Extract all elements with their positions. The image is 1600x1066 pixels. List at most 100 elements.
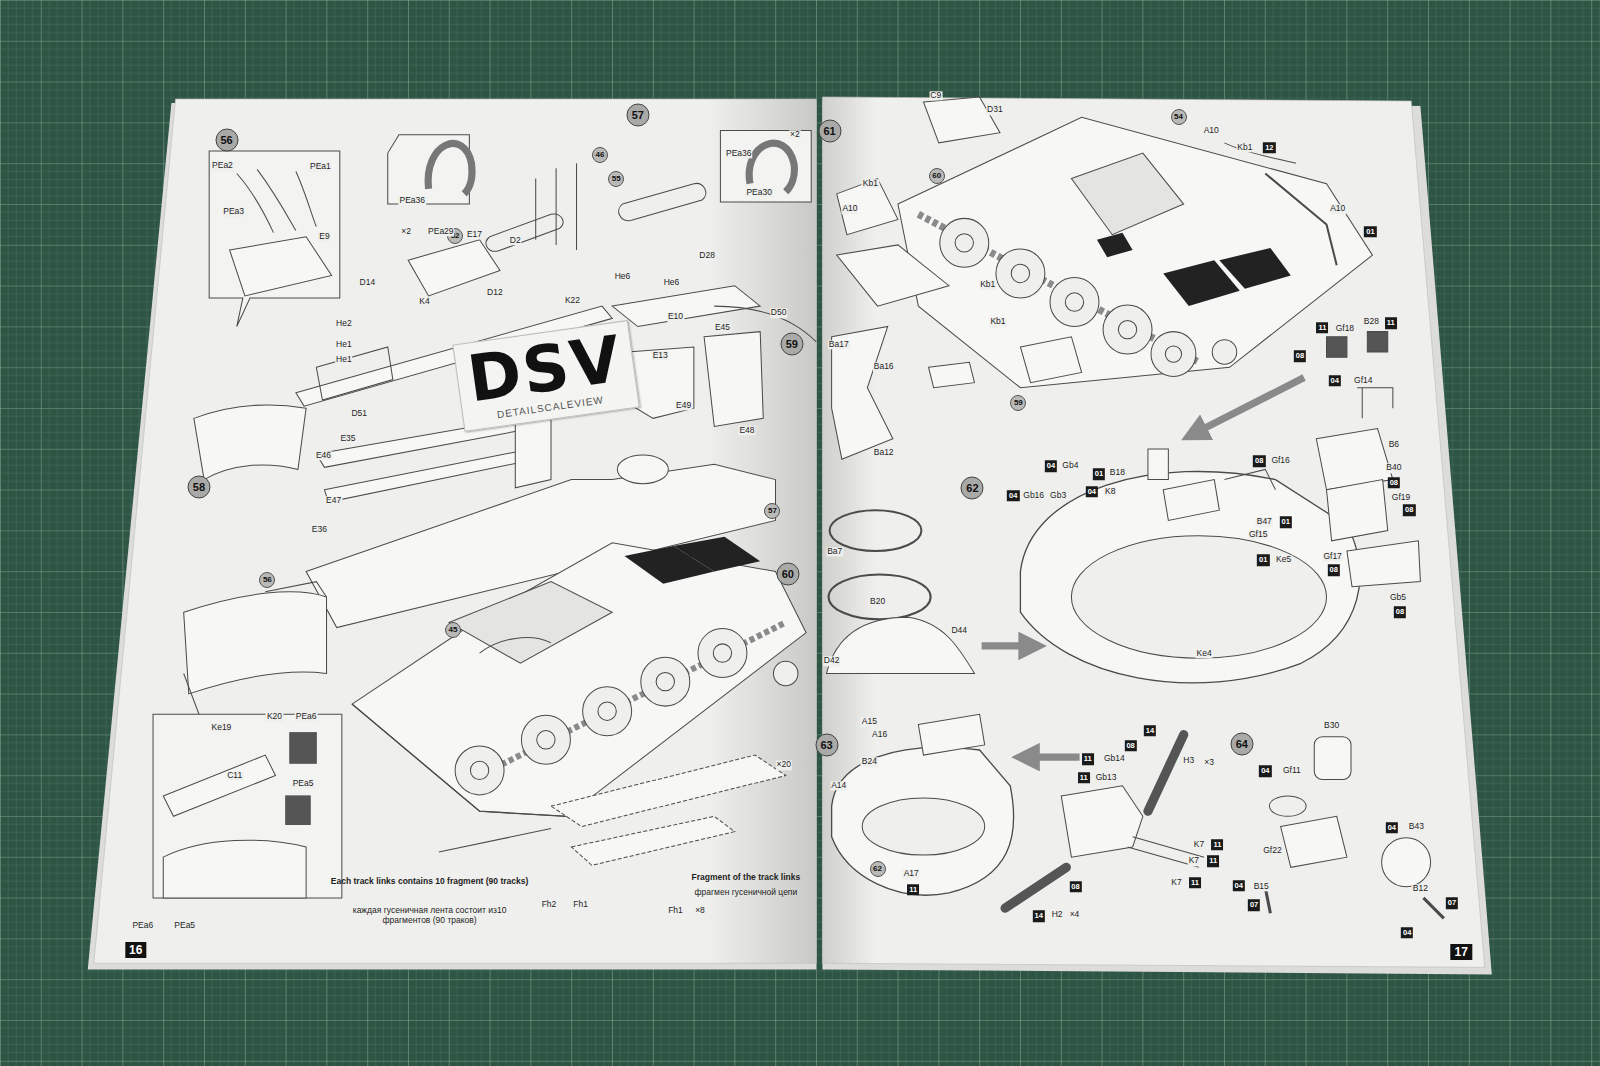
paint-code-box: 08 xyxy=(1124,740,1136,752)
node-text: 54 xyxy=(1174,113,1183,121)
part-label: Ba17 xyxy=(828,340,850,349)
instruction-note: Fragment of the track links xyxy=(645,873,847,882)
instruction-note: каждая гусеничная лента состоит из10 фра… xyxy=(329,906,531,925)
node-text: 11 xyxy=(1080,774,1088,782)
part-label: Kb1 xyxy=(1236,143,1253,152)
part-label: ×3 xyxy=(1203,759,1215,768)
paint-code-box: 11 xyxy=(1082,753,1094,765)
part-label: C11 xyxy=(226,771,243,780)
callout-number: 55 xyxy=(608,171,624,187)
part-label: He1 xyxy=(335,340,353,349)
node-text: 01 xyxy=(1259,556,1267,564)
node-text: 04 xyxy=(1403,929,1411,937)
part-label: B40 xyxy=(1385,464,1402,473)
part-label: Gf22 xyxy=(1262,846,1282,855)
node-text: 08 xyxy=(1126,742,1134,750)
part-label: B28 xyxy=(1363,318,1380,327)
part-label: Gf19 xyxy=(1391,493,1411,502)
part-label: PEa6 xyxy=(131,921,154,930)
paint-code-box: 08 xyxy=(1069,881,1081,893)
paint-code-box: 11 xyxy=(1385,318,1397,330)
part-label: ×2 xyxy=(789,130,801,139)
paint-code-box: 04 xyxy=(1401,927,1413,939)
paint-code-box: 11 xyxy=(1211,839,1223,851)
step-number: 64 xyxy=(1230,732,1253,755)
node-text: 62 xyxy=(966,482,978,493)
paint-code-box: 04 xyxy=(1329,375,1341,387)
node-text: 56 xyxy=(263,576,272,584)
paint-code-box: 08 xyxy=(1294,350,1306,362)
part-label: D2 xyxy=(509,236,522,245)
part-label: D44 xyxy=(950,626,968,635)
part-label: ×8 xyxy=(694,907,706,916)
part-label: K7 xyxy=(1170,878,1182,887)
part-label: E17 xyxy=(466,230,483,239)
paint-code-box: 08 xyxy=(1328,565,1340,577)
step-number: 58 xyxy=(187,475,210,498)
part-label: Gf11 xyxy=(1282,767,1302,776)
part-label: B20 xyxy=(869,597,886,606)
part-label: E48 xyxy=(738,426,755,435)
part-label: PEa3 xyxy=(222,208,245,217)
part-label: B6 xyxy=(1388,440,1400,449)
node-text: 01 xyxy=(1095,471,1103,479)
part-label: Ba7 xyxy=(826,547,843,556)
part-label: A10 xyxy=(841,205,858,214)
part-label: ×2 xyxy=(400,227,412,236)
paint-code-box: 11 xyxy=(1316,322,1328,334)
part-label: Kb1 xyxy=(979,280,996,289)
part-label: Ke4 xyxy=(1196,649,1213,658)
part-label: E10 xyxy=(667,313,684,322)
node-text: 60 xyxy=(932,172,941,180)
page-number: 17 xyxy=(1451,944,1472,960)
paint-code-box: 07 xyxy=(1446,897,1458,909)
part-label: E47 xyxy=(325,496,342,505)
part-label: PEa30 xyxy=(745,188,773,197)
part-label: Gb4 xyxy=(1061,462,1079,471)
node-text: 64 xyxy=(1236,738,1248,749)
callout-number: 54 xyxy=(1171,109,1187,125)
part-label: E45 xyxy=(714,323,731,332)
part-label: A10 xyxy=(1203,126,1220,135)
node-text: 11 xyxy=(1213,841,1221,849)
part-label: PEa36 xyxy=(725,149,753,158)
callout-number: 62 xyxy=(870,861,886,877)
node-text: 16 xyxy=(129,944,142,956)
part-label: K20 xyxy=(266,713,283,722)
node-text: 07 xyxy=(1250,901,1258,909)
paint-code-box: 08 xyxy=(1403,504,1415,516)
node-text: 59 xyxy=(1014,399,1023,407)
part-label: H2 xyxy=(1051,911,1064,920)
part-label: E13 xyxy=(652,351,669,360)
part-label: B24 xyxy=(861,758,878,767)
paint-code-box: 04 xyxy=(1386,822,1398,834)
callout-number: 59 xyxy=(1010,395,1026,411)
part-label: Ke5 xyxy=(1275,556,1292,565)
node-text: 56 xyxy=(220,134,232,145)
part-label: D31 xyxy=(986,106,1004,115)
part-label: E9 xyxy=(318,232,330,241)
part-label: He2 xyxy=(335,320,353,329)
part-label: D14 xyxy=(359,278,377,287)
part-label: A10 xyxy=(1329,205,1346,214)
part-label: B15 xyxy=(1253,882,1270,891)
part-label: A14 xyxy=(830,781,847,790)
node-text: 08 xyxy=(1296,352,1304,360)
node-text: 61 xyxy=(823,125,835,136)
node-text: 01 xyxy=(1282,519,1290,527)
part-label: D42 xyxy=(823,657,841,666)
part-label: He6 xyxy=(614,272,632,281)
part-label: K7 xyxy=(1193,840,1205,849)
step-number: 56 xyxy=(215,128,238,151)
paint-code-box: 11 xyxy=(1207,855,1219,867)
part-label: A17 xyxy=(903,870,920,879)
part-label: B18 xyxy=(1109,469,1126,478)
page-number: 16 xyxy=(125,942,146,958)
part-label: Ba16 xyxy=(873,363,895,372)
node-text: 04 xyxy=(1388,824,1396,832)
part-label: B47 xyxy=(1256,518,1273,527)
callout-number: 60 xyxy=(929,168,945,184)
node-text: 57 xyxy=(632,110,644,121)
part-label: K4 xyxy=(418,297,430,306)
node-text: 11 xyxy=(1387,320,1395,328)
